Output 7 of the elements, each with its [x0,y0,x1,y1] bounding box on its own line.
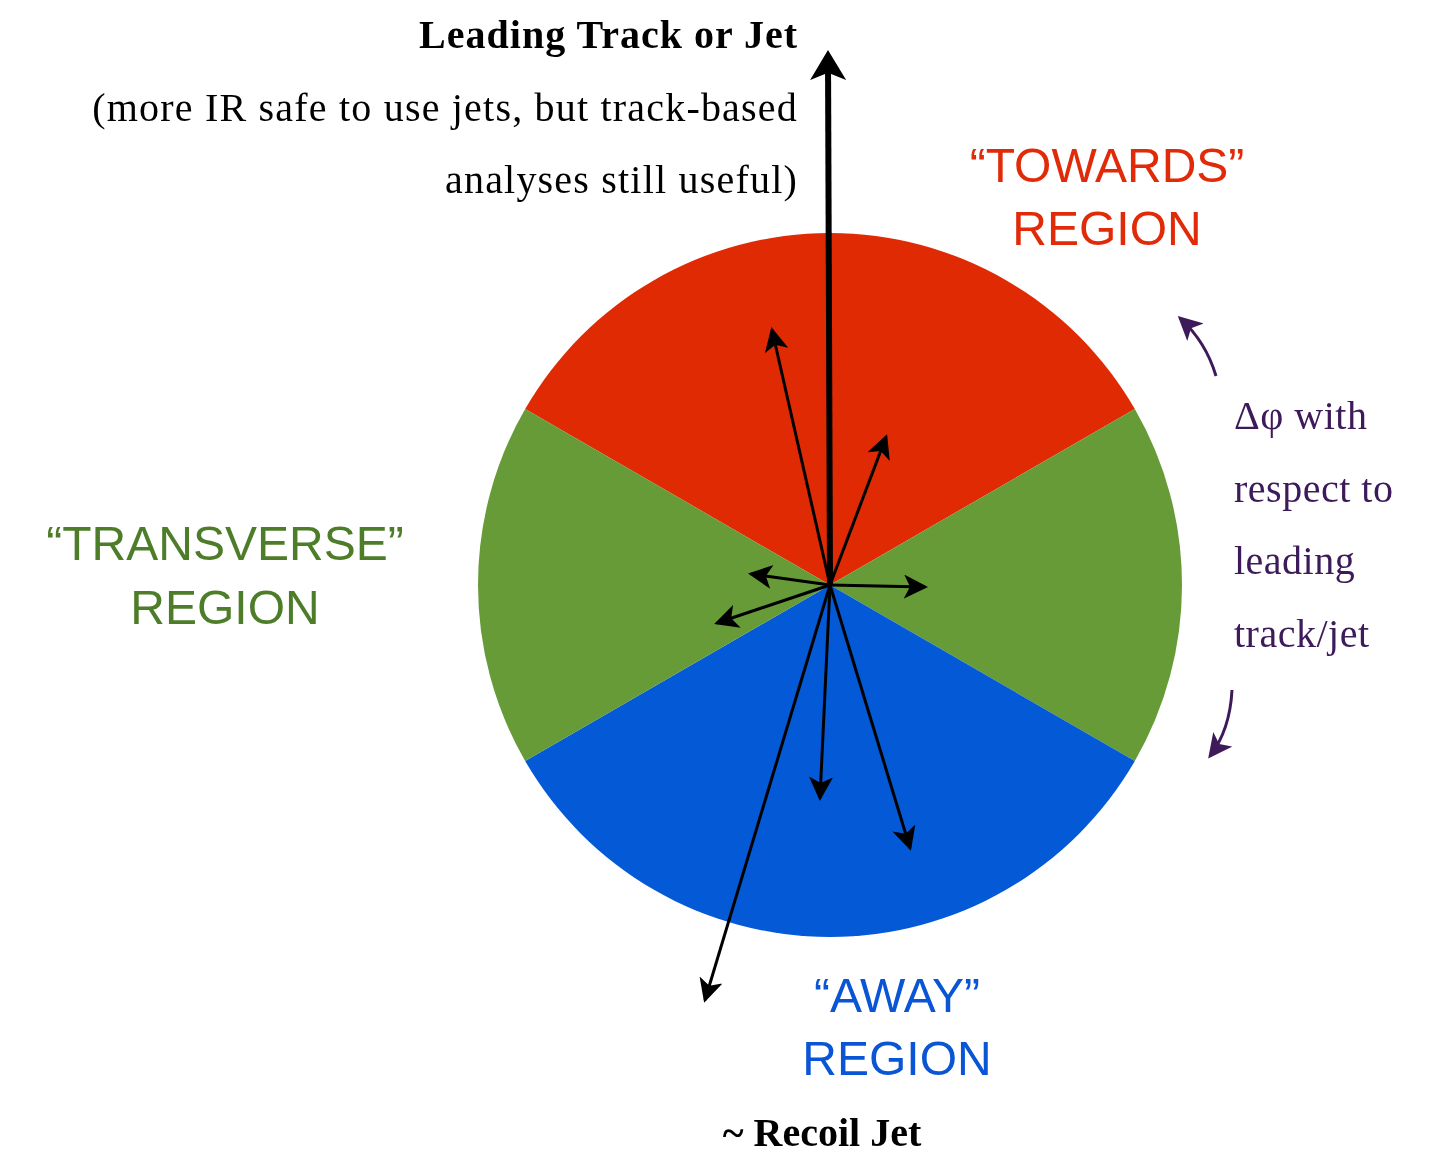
axis-title: Leading Track or Jet [418,11,798,59]
region-label: “TRANSVERSE” REGION [45,516,405,636]
region-label: “AWAY” REGION [801,968,993,1087]
axis-title: ~ Recoil Jet [721,1109,923,1152]
delta-phi-note: Δφ with respect to leading track/jet [1234,392,1395,658]
region-label: “TOWARDS” REGION [968,138,1246,257]
note-text: (more IR safe to use jets, but track-based analyses still useful) [91,84,798,204]
